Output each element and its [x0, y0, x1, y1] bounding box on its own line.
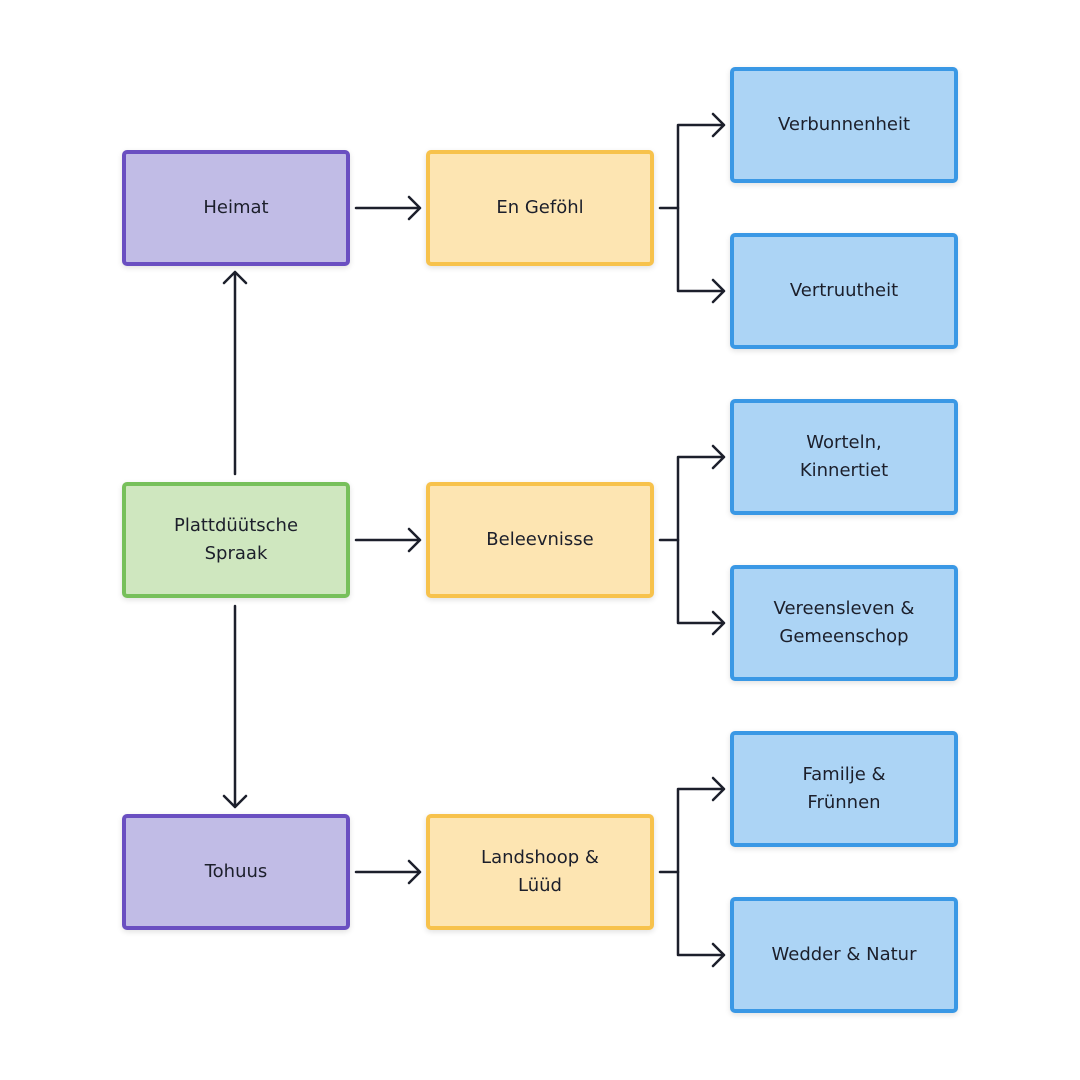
edge-tohuus-landshoop: [354, 859, 422, 885]
edge-beleevnisse-worteln: [658, 444, 726, 542]
node-familje-frunnen: Familje & Frünnen: [730, 731, 958, 847]
edge-gefohl-vertruutheit: [676, 206, 726, 304]
node-worteln-kinnertiet: Worteln, Kinnertiet: [730, 399, 958, 515]
node-vertruutheit: Vertruutheit: [730, 233, 958, 349]
node-beleevnisse: Beleevnisse: [426, 482, 654, 598]
edge-beleevnisse-vereensleven: [676, 538, 726, 636]
node-en-gefohl: En Geföhl: [426, 150, 654, 266]
edge-gefohl-verbunnenheit: [658, 112, 726, 210]
edge-plattduutsche-heimat: [222, 270, 248, 476]
edge-plattduutsche-beleevnisse: [354, 527, 422, 553]
node-vereensleven-gemeenschop: Vereensleven & Gemeenschop: [730, 565, 958, 681]
node-wedder-natur: Wedder & Natur: [730, 897, 958, 1013]
node-heimat: Heimat: [122, 150, 350, 266]
edge-landshoop-familje: [658, 776, 726, 874]
edge-plattduutsche-tohuus: [222, 604, 248, 809]
edge-landshoop-wedder: [676, 870, 726, 968]
edge-heimat-gefohl: [354, 195, 422, 221]
node-verbunnenheit: Verbunnenheit: [730, 67, 958, 183]
node-plattduutsche-spraak: Plattdüütsche Spraak: [122, 482, 350, 598]
node-landshoop-luud: Landshoop & Lüüd: [426, 814, 654, 930]
node-tohuus: Tohuus: [122, 814, 350, 930]
